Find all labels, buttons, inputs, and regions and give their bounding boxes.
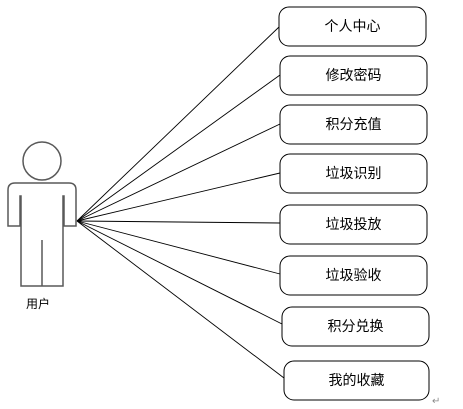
use-case-box bbox=[279, 153, 428, 194]
use-case-label: 个人中心 bbox=[325, 19, 381, 35]
actor-figure: 用户 bbox=[7, 141, 77, 311]
use-case-box bbox=[279, 55, 428, 96]
use-case-box bbox=[278, 6, 427, 47]
association-lines bbox=[76, 26, 285, 379]
association-line-8 bbox=[76, 220, 285, 379]
association-line-7 bbox=[76, 220, 283, 325]
use-case-7: 积分兑换 bbox=[281, 306, 430, 347]
use-case-label: 积分兑换 bbox=[328, 318, 384, 335]
use-case-label: 垃圾投放 bbox=[326, 217, 382, 233]
use-case-3: 积分充值 bbox=[279, 104, 428, 145]
association-line-5 bbox=[76, 220, 281, 224]
use-case-box bbox=[279, 255, 428, 296]
use-case-box bbox=[281, 306, 430, 347]
use-case-box bbox=[279, 104, 428, 145]
use-case-5: 垃圾投放 bbox=[279, 204, 428, 245]
actor-body bbox=[7, 182, 77, 287]
association-line-1 bbox=[76, 26, 280, 222]
use-case-1: 个人中心 bbox=[278, 6, 427, 47]
association-line-6 bbox=[76, 220, 281, 275]
association-line-2 bbox=[76, 74, 281, 222]
actor-head-icon bbox=[22, 141, 62, 181]
use-case-label: 我的收藏 bbox=[329, 373, 385, 389]
use-case-label: 修改密码 bbox=[326, 67, 382, 84]
use-case-8: 我的收藏 bbox=[283, 360, 430, 401]
use-case-4: 垃圾识别 bbox=[279, 153, 428, 194]
use-case-6: 垃圾验收 bbox=[279, 255, 428, 296]
use-case-2: 修改密码 bbox=[279, 55, 428, 96]
use-case-label: 垃圾识别 bbox=[326, 166, 382, 182]
paragraph-mark: ↵ bbox=[432, 396, 440, 407]
use-case-box bbox=[279, 204, 428, 245]
use-case-box bbox=[283, 360, 430, 401]
actor-label: 用户 bbox=[26, 296, 50, 311]
association-line-3 bbox=[76, 123, 281, 222]
association-line-4 bbox=[76, 172, 281, 222]
use-case-label: 积分充值 bbox=[326, 117, 382, 133]
use-case-label: 垃圾验收 bbox=[326, 268, 382, 284]
